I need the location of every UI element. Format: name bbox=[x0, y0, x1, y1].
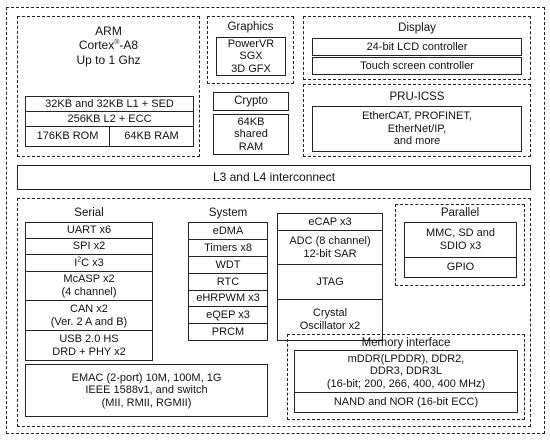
spi-box: SPI x2 bbox=[25, 238, 153, 255]
usb-box: USB 2.0 HS DRD + PHY x2 bbox=[25, 330, 153, 361]
l1-cache-box: 32KB and 32KB L1 + SED bbox=[25, 96, 194, 112]
uart-box: UART x6 bbox=[25, 222, 153, 239]
ram-box: 64KB RAM bbox=[109, 126, 194, 147]
interconnect-bar: L3 and L4 interconnect bbox=[17, 165, 531, 190]
jtag-box: JTAG bbox=[277, 264, 383, 300]
l2-cache-box: 256KB L2 + ECC bbox=[25, 111, 194, 127]
emac-box: EMAC (2-port) 10M, 100M, 1G IEEE 1588v1,… bbox=[25, 364, 268, 417]
pru-icss-group bbox=[303, 84, 531, 157]
arm-name: ARM bbox=[95, 24, 122, 38]
adc-box: ADC (8 channel) 12-bit SAR bbox=[277, 230, 383, 265]
pru-icss-box: EtherCAT, PROFINET, EtherNet/IP, and mor… bbox=[312, 106, 522, 152]
shared-ram-box: 64KB shared RAM bbox=[213, 114, 289, 155]
edma-box: eDMA bbox=[188, 222, 268, 240]
eqep-box: eQEP x3 bbox=[188, 306, 268, 324]
mmc-sd-sdio-box: MMC, SD and SDIO x3 bbox=[404, 222, 517, 258]
soc-block-diagram bbox=[6, 7, 545, 434]
crypto-box: Crypto bbox=[213, 92, 289, 111]
nand-nor-box: NAND and NOR (16-bit ECC) bbox=[294, 392, 518, 413]
gpio-box: GPIO bbox=[404, 257, 517, 278]
graphics-title: Graphics bbox=[227, 21, 274, 33]
display-title: Display bbox=[398, 22, 436, 34]
graphics-group bbox=[207, 16, 294, 84]
timers-box: Timers x8 bbox=[188, 239, 268, 257]
lcd-controller-box: 24-bit LCD controller bbox=[312, 38, 522, 56]
memory-interface-group bbox=[287, 334, 525, 420]
i2c-box: I2C x3 bbox=[25, 254, 153, 272]
display-group bbox=[303, 16, 531, 80]
rtc-box: RTC bbox=[188, 273, 268, 291]
peripherals-group bbox=[17, 198, 531, 427]
system-title: System bbox=[208, 207, 248, 219]
gpu-box: PowerVR SGX 3D GFX bbox=[216, 37, 286, 76]
touch-controller-box: Touch screen controller bbox=[312, 57, 522, 75]
mcasp-box: McASP x2 (4 channel) bbox=[25, 271, 153, 301]
ecap-box: eCAP x3 bbox=[277, 213, 383, 231]
pru-icss-title: PRU-ICSS bbox=[389, 91, 445, 103]
arm-title: ARM Cortex®-A8 Up to 1 Ghz bbox=[17, 24, 200, 67]
prcm-box: PRCM bbox=[188, 323, 268, 341]
ehrpwm-box: eHRPWM x3 bbox=[188, 290, 268, 307]
memory-interface-title: Memory interface bbox=[361, 337, 451, 349]
rom-box: 176KB ROM bbox=[25, 126, 110, 147]
can-box: CAN x2 (Ver. 2 A and B) bbox=[25, 300, 153, 331]
cpu-group bbox=[17, 16, 200, 157]
ddr-box: mDDR(LPDDR), DDR2, DDR3, DDR3L (16-bit; … bbox=[294, 350, 518, 393]
wdt-box: WDT bbox=[188, 256, 268, 274]
arm-speed: Up to 1 Ghz bbox=[76, 52, 141, 67]
parallel-group bbox=[395, 204, 525, 286]
parallel-title: Parallel bbox=[440, 207, 480, 219]
arm-core: Cortex®-A8 bbox=[78, 38, 139, 53]
serial-title: Serial bbox=[74, 207, 104, 219]
